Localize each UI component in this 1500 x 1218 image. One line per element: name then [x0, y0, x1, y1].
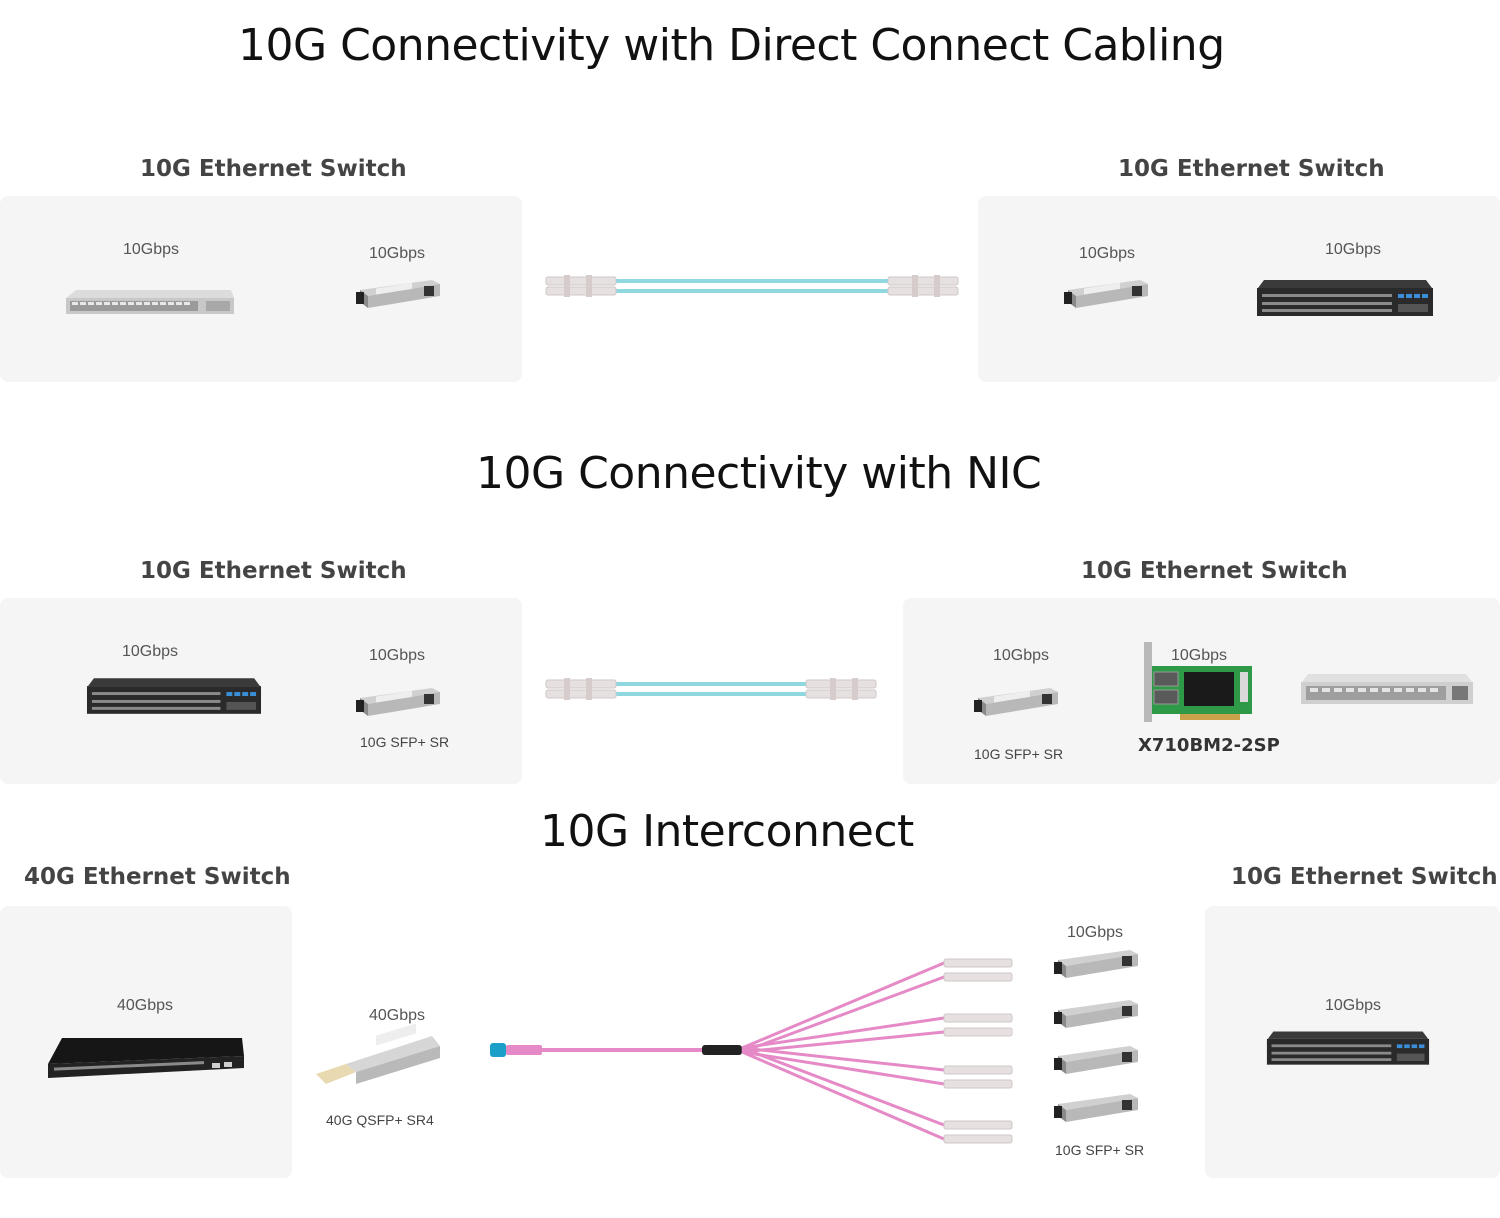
s2-left-header: 10G Ethernet Switch: [140, 558, 407, 584]
s1-right-module-speed: 10Gbps: [1079, 245, 1136, 262]
s3-right-switch-speed: 10Gbps: [1325, 997, 1382, 1014]
s2-right-header: 10G Ethernet Switch: [1081, 558, 1348, 584]
s2-nic-label: X710BM2-2SP: [1138, 735, 1280, 756]
title-direct-connect: 10G Connectivity with Direct Connect Cab…: [238, 20, 1225, 71]
s3-sfp-module-icon-4: [1054, 1094, 1138, 1122]
s2-nic-card-icon: [1144, 642, 1252, 722]
s1-right-switch-speed: 10Gbps: [1325, 241, 1382, 258]
s3-qsfp-label: 40G QSFP+ SR4: [326, 1112, 434, 1128]
s2-left-switch-icon: [86, 678, 262, 714]
title-nic: 10G Connectivity with NIC: [476, 448, 1042, 499]
s3-sfp-group-speed: 10Gbps: [1067, 924, 1124, 941]
s2-nic-speed: 10Gbps: [1171, 647, 1228, 664]
s2-aqua-duplex-cable: [545, 678, 877, 700]
s3-sfp-module-icon-2: [1054, 1000, 1138, 1028]
s2-right-switch-icon: [1301, 674, 1473, 704]
s1-left-sfp-module-icon: [356, 280, 440, 308]
s2-right-module-speed: 10Gbps: [993, 647, 1050, 664]
s3-sfp-group-label: 10G SFP+ SR: [1055, 1142, 1145, 1158]
s3-left-switch-icon: [48, 1038, 244, 1078]
s1-right-header: 10G Ethernet Switch: [1118, 156, 1385, 182]
s2-right-sfp-module-icon: [974, 688, 1058, 716]
s1-left-module-speed: 10Gbps: [369, 245, 426, 262]
s1-left-switch-icon: [66, 290, 234, 314]
s1-aqua-duplex-cable: [545, 275, 959, 297]
s1-left-panel: [0, 196, 522, 382]
s3-left-header: 40G Ethernet Switch: [24, 864, 291, 890]
s2-left-sfp-module-icon: [356, 688, 440, 716]
s1-left-switch-speed: 10Gbps: [123, 241, 180, 258]
s3-sfp-module-icon-1: [1054, 950, 1138, 978]
s1-right-sfp-module-icon: [1064, 280, 1148, 308]
s2-right-module-label: 10G SFP+ SR: [974, 746, 1064, 762]
s3-left-switch-speed: 40Gbps: [117, 997, 174, 1014]
s3-pink-breakout-cable: [490, 958, 1013, 1144]
s3-right-header: 10G Ethernet Switch: [1231, 864, 1498, 890]
s2-left-switch-speed: 10Gbps: [122, 643, 179, 660]
s2-left-module-label: 10G SFP+ SR: [360, 734, 450, 750]
s1-right-switch-icon: [1257, 280, 1433, 316]
s1-left-header: 10G Ethernet Switch: [140, 156, 407, 182]
s2-left-module-speed: 10Gbps: [369, 647, 426, 664]
s3-qsfp-speed: 40Gbps: [369, 1007, 426, 1024]
title-interconnect: 10G Interconnect: [540, 806, 914, 857]
s3-sfp-module-icon-3: [1054, 1046, 1138, 1074]
s3-right-switch-icon: [1266, 1031, 1430, 1065]
s3-qsfp-module-icon: [316, 1023, 440, 1084]
